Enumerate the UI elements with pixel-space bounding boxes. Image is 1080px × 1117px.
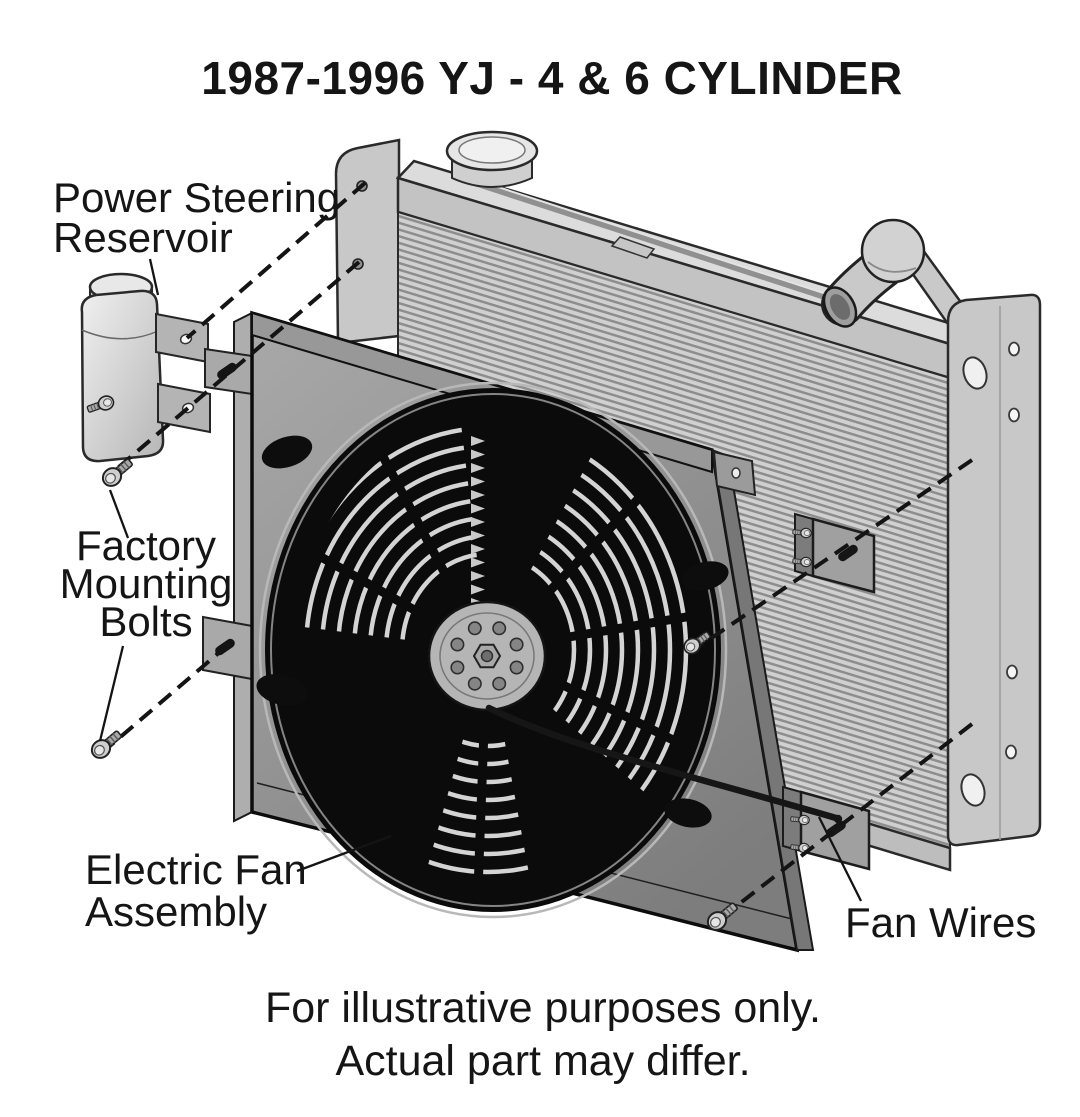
label-electric-fan-line1: Electric Fan — [85, 846, 307, 893]
fan-hub — [427, 600, 547, 712]
panel-slot — [962, 356, 988, 390]
overflow-tube-highlight — [454, 172, 849, 302]
tab-hole — [731, 467, 741, 479]
shroud-ring-edge — [258, 381, 728, 919]
electric-fan — [256, 381, 729, 919]
fan-wire-end — [833, 814, 843, 824]
panel-hole — [1008, 341, 1020, 357]
diagram-title: 1987-1996 YJ - 4 & 6 CYLINDER — [201, 52, 902, 104]
keyhole-slot — [838, 544, 858, 562]
overflow-tube — [451, 172, 852, 308]
leader-bolt-upper — [108, 489, 130, 539]
fan-wire — [485, 704, 840, 822]
fan-rim-highlight — [270, 393, 716, 907]
footer-line2: Actual part may differ. — [335, 1037, 750, 1085]
label-factory-bolts-line2: Mounting — [60, 560, 233, 607]
leader-bolt-lower — [98, 645, 125, 742]
label-power-steering-line2: Reservoir — [53, 214, 233, 261]
panel-hole — [1006, 664, 1018, 680]
keyhole-slot — [217, 362, 237, 380]
reservoir-shoulder-line — [81, 329, 159, 340]
label-factory-bolts-line1: Factory — [76, 522, 216, 569]
tank-seam — [610, 236, 656, 259]
leader-power-steering — [148, 258, 160, 296]
label-electric-fan-line2: Assembly — [85, 888, 267, 935]
power-steering-reservoir — [80, 272, 211, 463]
panel-hole — [1005, 744, 1017, 760]
alignment-dashed-line — [692, 458, 974, 652]
panel-slot — [960, 773, 986, 807]
panel-hole — [1008, 407, 1020, 423]
radiator-side-panel — [946, 293, 1042, 847]
upper-hose-outlet — [821, 218, 926, 328]
label-fan-wires: Fan Wires — [845, 899, 1036, 946]
label-power-steering-line1: Power Steering — [53, 174, 340, 221]
radiator-left-bracket — [334, 138, 401, 345]
fan-ring-band — [266, 389, 720, 911]
alignment-dashed-line — [111, 260, 361, 474]
fan-blade-shadow-sectors — [277, 404, 654, 890]
radiator-cap — [445, 130, 539, 188]
label-factory-bolts-line3: Bolts — [99, 598, 192, 645]
alignment-dashed-line — [715, 722, 974, 923]
alignment-dashed-line — [185, 181, 367, 340]
callout-leader-lines — [98, 258, 863, 902]
leader-fan-wires — [817, 816, 863, 902]
fan-grille-ribs — [302, 444, 691, 895]
fan-standoff-feet — [256, 435, 729, 828]
leader-electric-fan — [296, 834, 392, 873]
alignment-dashed-line — [102, 643, 230, 753]
footer-line1: For illustrative purposes only. — [265, 984, 821, 1032]
reservoir-body — [80, 289, 165, 463]
assembly-dashed-lines — [102, 181, 974, 923]
